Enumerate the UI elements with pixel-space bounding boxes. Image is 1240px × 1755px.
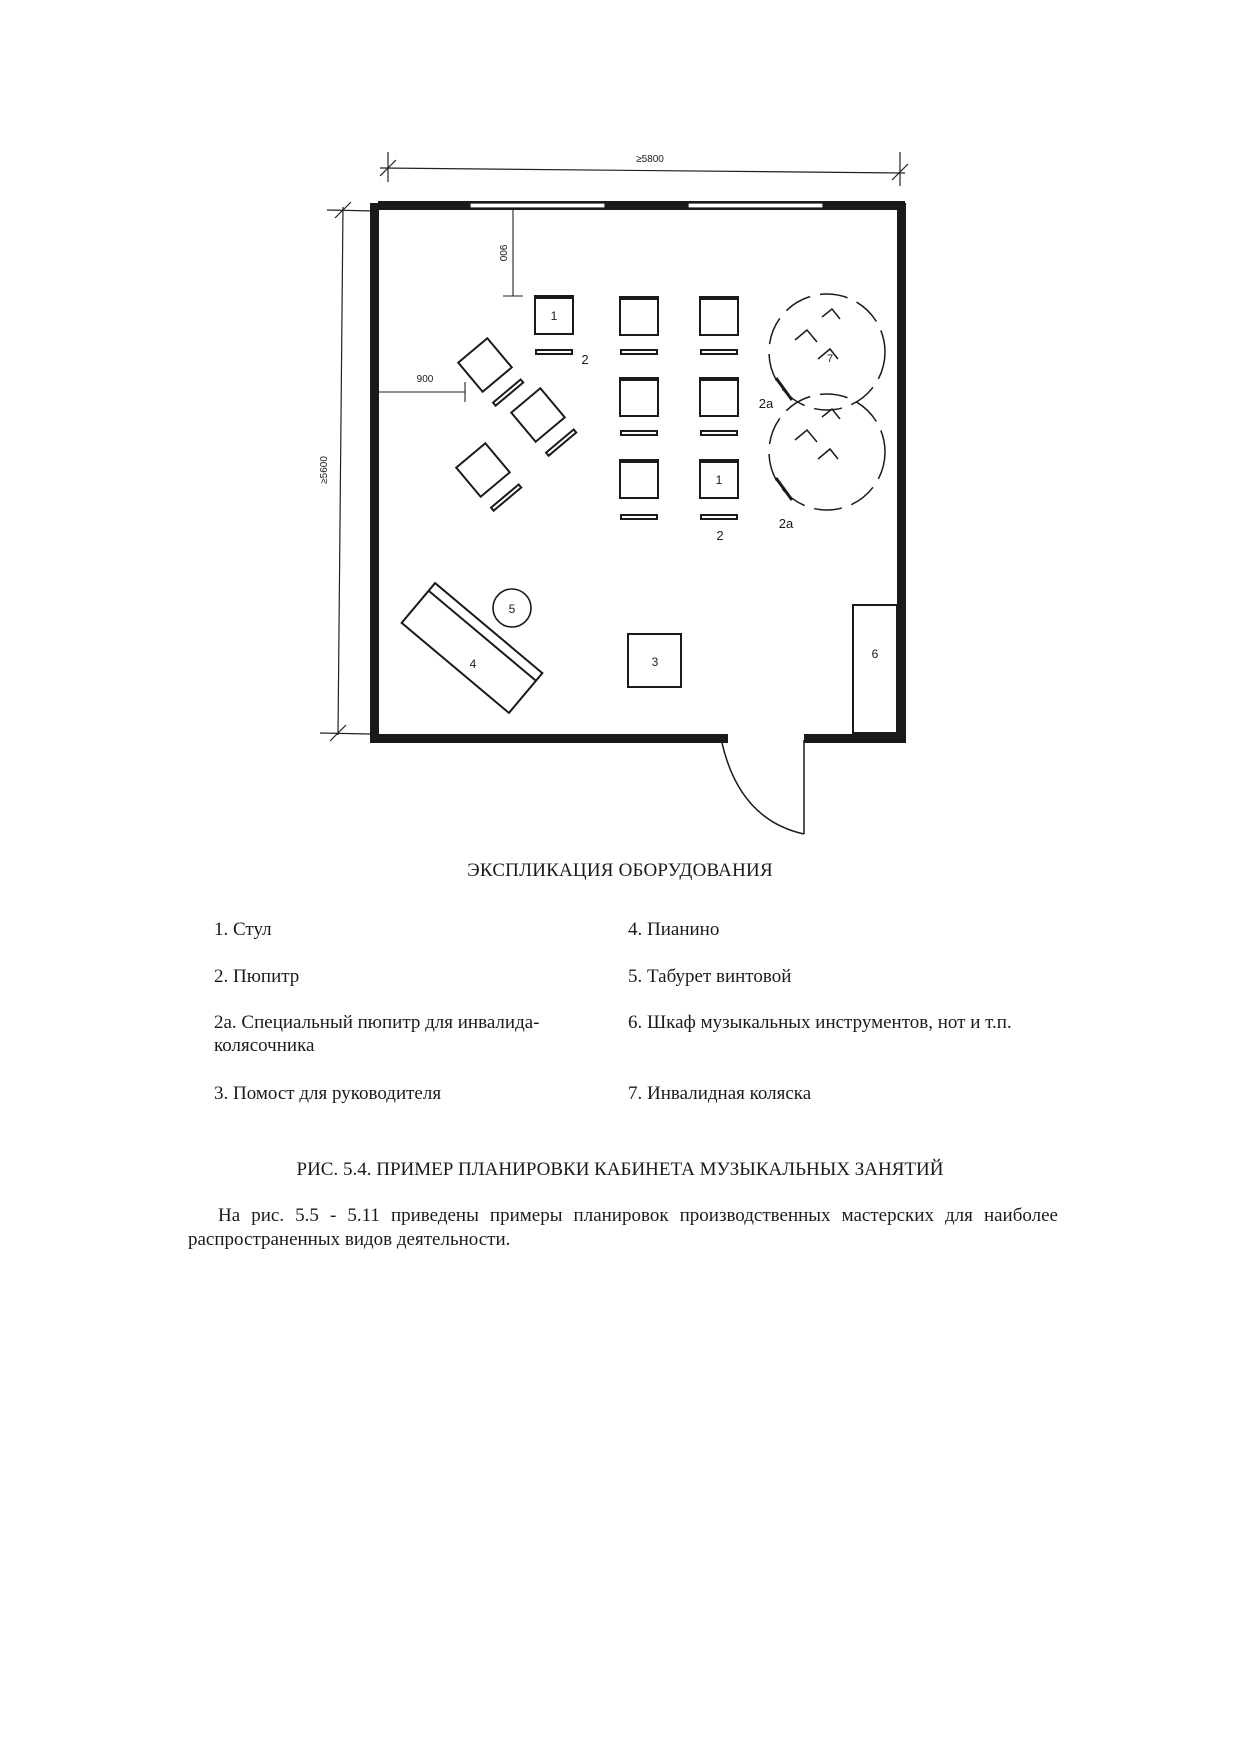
door bbox=[721, 740, 805, 835]
wheelchair-places bbox=[768, 293, 886, 511]
legend-item: 1. Стул bbox=[214, 919, 272, 940]
label-wheelchair: 7 bbox=[827, 353, 833, 365]
legend-item: 4. Пианино bbox=[628, 919, 720, 940]
legend-item: 7. Инвалидная коляска bbox=[628, 1083, 812, 1104]
figure-caption: РИС. 5.4. ПРИМЕР ПЛАНИРОВКИ КАБИНЕТА МУЗ… bbox=[296, 1159, 944, 1180]
dimension-width bbox=[379, 152, 909, 186]
clearance-left-label: 900 bbox=[417, 374, 434, 385]
label-stand-b: 2 bbox=[716, 528, 723, 543]
stool bbox=[492, 588, 532, 628]
legend-item: 3. Помост для руководителя bbox=[214, 1083, 442, 1104]
clearance-top-label: 900 bbox=[497, 245, 508, 262]
legend-item: 6. Шкаф музыкальных инструментов, нот и … bbox=[628, 1012, 1012, 1033]
label-cabinet: 6 bbox=[872, 647, 879, 661]
dimension-height-label: ≥5600 bbox=[319, 456, 330, 484]
label-chair-a: 1 bbox=[551, 309, 558, 323]
windows bbox=[469, 202, 824, 209]
chair-rows bbox=[454, 295, 739, 520]
legend-item: 2. Пюпитр bbox=[214, 966, 300, 987]
label-podium: 3 bbox=[652, 655, 659, 669]
cabinet bbox=[852, 604, 898, 734]
dimension-width-label: ≥5800 bbox=[636, 154, 664, 165]
label-stool: 5 bbox=[509, 602, 516, 616]
body-paragraph: На рис. 5.5 - 5.11 приведены примеры пла… bbox=[188, 1205, 1058, 1250]
label-special-stand-b: 2a bbox=[779, 516, 794, 531]
legend-item: 5. Табурет винтовой bbox=[628, 966, 792, 987]
clearance-top bbox=[503, 210, 523, 297]
floor-plan-diagram: ≥5800 ≥5600 900 900 bbox=[319, 152, 909, 835]
label-chair-b: 1 bbox=[716, 473, 723, 487]
room-walls bbox=[370, 201, 906, 743]
label-piano: 4 bbox=[470, 657, 477, 671]
label-special-stand-a: 2a bbox=[759, 396, 774, 411]
dimension-height bbox=[319, 201, 376, 742]
legend-title: ЭКСПЛИКАЦИЯ ОБОРУДОВАНИЯ bbox=[467, 860, 773, 881]
podium bbox=[627, 633, 682, 688]
clearance-left bbox=[379, 382, 466, 402]
legend-item: 2а. Специальный пюпитр для инвалида-коля… bbox=[214, 1012, 540, 1056]
piano bbox=[400, 581, 544, 715]
label-stand-a: 2 bbox=[581, 352, 588, 367]
